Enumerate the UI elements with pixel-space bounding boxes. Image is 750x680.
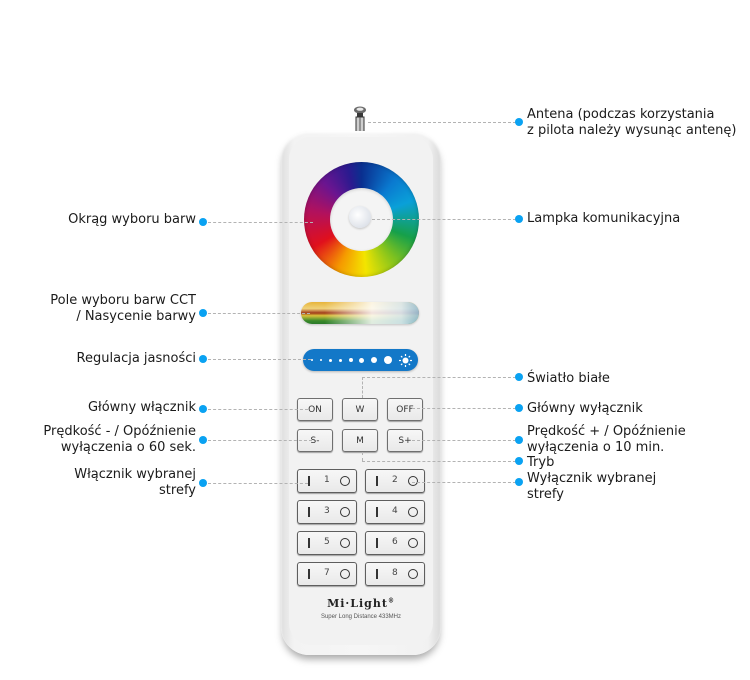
- callout-line: [412, 408, 516, 409]
- zone-on-icon[interactable]: [376, 569, 378, 579]
- callout-dot: [515, 478, 523, 486]
- callout-dot: [199, 218, 207, 226]
- callout-dot: [515, 457, 523, 465]
- callout-dot: [199, 355, 207, 363]
- zone-off-icon[interactable]: [340, 507, 350, 517]
- label-white-light: Światło białe: [527, 371, 610, 386]
- callout-line: [362, 461, 516, 462]
- callout-line: [368, 122, 516, 123]
- callout-dot: [515, 404, 523, 412]
- callout-line: [208, 409, 308, 410]
- zone-on-icon[interactable]: [308, 538, 310, 548]
- zone-number: 5: [324, 537, 330, 547]
- brightness-slider[interactable]: [303, 349, 418, 371]
- antenna-icon: [354, 106, 366, 132]
- callout-dot: [199, 479, 207, 487]
- zone-number: 4: [392, 506, 398, 516]
- brand-logo: Mi·Light®: [327, 597, 395, 610]
- zone-2-button[interactable]: 2: [365, 469, 425, 493]
- zone-number: 7: [324, 568, 330, 578]
- zone-number: 2: [392, 475, 398, 485]
- zone-number: 3: [324, 506, 330, 516]
- label-cct-bar: Pole wyboru barw CCT/ Nasycenie barwy: [50, 293, 196, 324]
- callout-dot: [515, 118, 523, 126]
- callout-dot: [515, 373, 523, 381]
- callout-line: [208, 222, 313, 223]
- speed-minus-button[interactable]: S-: [297, 429, 333, 452]
- callout-line: [208, 483, 308, 484]
- label-led: Lampka komunikacyjna: [527, 211, 681, 226]
- zone-number: 8: [392, 568, 398, 578]
- callout-dot: [199, 309, 207, 317]
- zone-on-icon[interactable]: [308, 507, 310, 517]
- callout-line: [372, 219, 516, 220]
- callout-line: [208, 440, 312, 441]
- brightness-dot: [348, 358, 353, 362]
- zone-off-icon[interactable]: [408, 538, 418, 548]
- zone-on-icon[interactable]: [308, 569, 310, 579]
- zone-number: 1: [324, 475, 330, 485]
- callout-dot: [515, 436, 523, 444]
- zone-4-button[interactable]: 4: [365, 500, 425, 524]
- label-main-on: Główny włącznik: [87, 400, 196, 415]
- zone-3-button[interactable]: 3: [297, 500, 357, 524]
- zone-off-icon[interactable]: [340, 569, 350, 579]
- label-color-wheel: Okrąg wyboru barw: [68, 212, 196, 227]
- zone-6-button[interactable]: 6: [365, 531, 425, 555]
- zone-off-icon[interactable]: [340, 476, 350, 486]
- mode-button[interactable]: M: [342, 429, 378, 452]
- zone-on-icon[interactable]: [376, 507, 378, 517]
- brightness-dot: [311, 359, 313, 361]
- zone-off-icon[interactable]: [408, 569, 418, 579]
- zone-number: 6: [392, 537, 398, 547]
- zone-on-icon[interactable]: [376, 476, 378, 486]
- brightness-dot: [384, 356, 393, 364]
- brightness-dot: [359, 357, 365, 363]
- label-main-off: Główny wyłącznik: [527, 401, 643, 416]
- callout-dot: [199, 405, 207, 413]
- label-brightness: Regulacja jasności: [76, 351, 196, 366]
- callout-line: [412, 440, 516, 441]
- brightness-dot: [319, 359, 322, 361]
- zone-off-icon[interactable]: [408, 507, 418, 517]
- callout-dot: [199, 436, 207, 444]
- callout-line: [362, 377, 516, 378]
- callout-line: [362, 452, 363, 461]
- brightness-dot: [371, 357, 378, 363]
- brightness-dot: [328, 358, 332, 362]
- callout-line: [208, 313, 310, 314]
- sun-icon: [399, 353, 412, 367]
- indicator-led: [349, 206, 371, 228]
- brightness-dot: [338, 358, 342, 362]
- callout-line: [208, 359, 311, 360]
- off-button[interactable]: OFF: [387, 398, 423, 421]
- white-button[interactable]: W: [342, 398, 378, 421]
- zone-8-button[interactable]: 8: [365, 562, 425, 586]
- callout-line: [362, 377, 363, 398]
- cct-saturation-slider[interactable]: [301, 302, 419, 324]
- label-mode: Tryb: [527, 455, 555, 470]
- zone-off-icon[interactable]: [340, 538, 350, 548]
- zone-5-button[interactable]: 5: [297, 531, 357, 555]
- zone-on-icon[interactable]: [376, 538, 378, 548]
- callout-line: [412, 482, 516, 483]
- zone-off-icon[interactable]: [408, 476, 418, 486]
- zone-7-button[interactable]: 7: [297, 562, 357, 586]
- zone-1-button[interactable]: 1: [297, 469, 357, 493]
- callout-dot: [515, 215, 523, 223]
- brand-tagline: Super Long Distance 433MHz: [320, 614, 402, 620]
- zone-on-icon[interactable]: [308, 476, 310, 486]
